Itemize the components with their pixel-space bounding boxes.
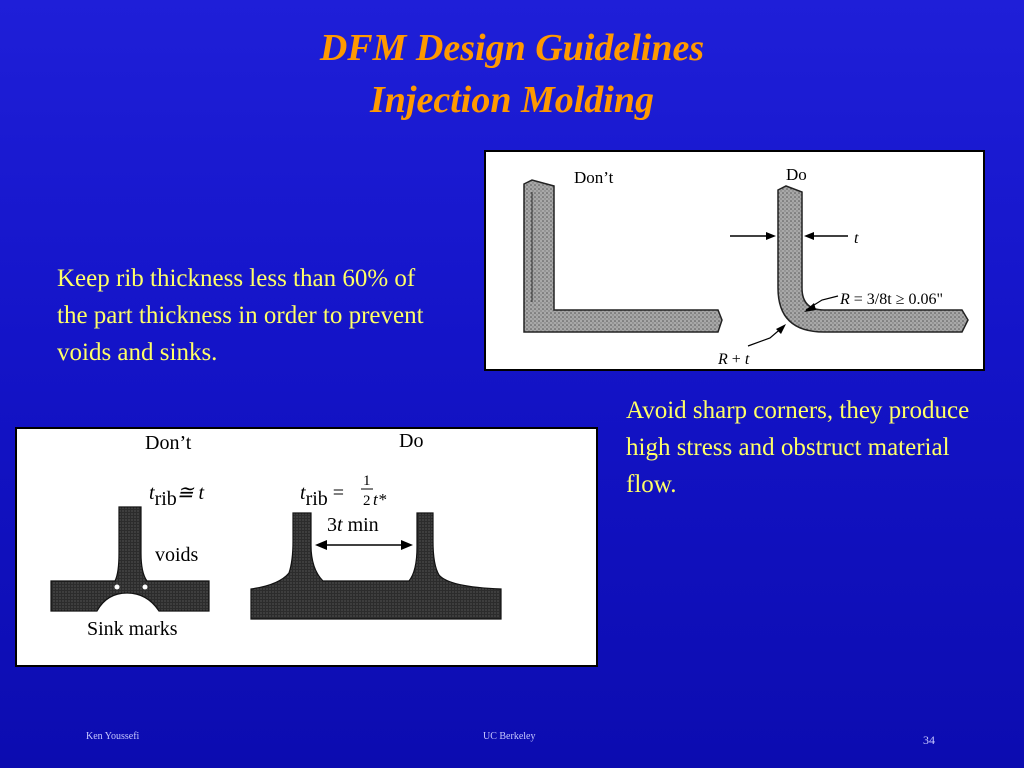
void-dot-right: [142, 584, 148, 590]
corner-do-label: Do: [786, 165, 807, 184]
rib-do-label: Do: [399, 430, 423, 452]
slide-title: DFM Design Guidelines Injection Molding: [0, 22, 1024, 126]
corner-diagram-panel: t Don’t Do R = 3/8t ≥ 0.06" R + t: [484, 150, 985, 371]
inner-radius-label: R = 3/8t ≥ 0.06": [839, 291, 943, 308]
rib-diagram-panel: Don’t Do trib≅ t trib = 1 2 t* 3t min vo…: [15, 427, 598, 667]
rib-diagram: Don’t Do trib≅ t trib = 1 2 t* 3t min vo…: [50, 430, 502, 640]
min-spacing-label: 3t min: [327, 514, 379, 536]
do-rib-thickness-label: trib =: [300, 482, 344, 510]
corner-diagram: t Don’t Do R = 3/8t ≥ 0.06" R + t: [523, 165, 969, 368]
fraction-numerator: 1: [363, 473, 371, 489]
rib-dont-label: Don’t: [145, 432, 192, 454]
title-line-1: DFM Design Guidelines: [319, 27, 705, 69]
footer-page-number: 34: [923, 733, 935, 747]
title-line-2: Injection Molding: [370, 79, 654, 121]
outer-radius-label: R + t: [717, 351, 750, 368]
voids-label: voids: [155, 544, 199, 566]
thick-rib-part: [50, 506, 210, 612]
fraction-denominator: 2: [363, 493, 371, 509]
corner-guideline-text: Avoid sharp corners, they produce high s…: [626, 397, 970, 498]
sharp-corner-part: [523, 179, 723, 333]
thin-rib-part: [250, 512, 502, 620]
rounded-corner-part: [777, 185, 969, 333]
footer-author: Ken Youssefi: [86, 731, 140, 742]
footer-institution: UC Berkeley: [483, 731, 536, 742]
thickness-label: t: [854, 230, 859, 247]
rib-guideline-text: Keep rib thickness less than 60% of the …: [57, 265, 424, 366]
dont-rib-thickness-label: trib≅ t: [149, 482, 205, 510]
corner-dont-label: Don’t: [574, 168, 614, 187]
fraction-t-label: t*: [373, 490, 387, 509]
void-dot-left: [114, 584, 120, 590]
sink-marks-label: Sink marks: [87, 618, 178, 640]
